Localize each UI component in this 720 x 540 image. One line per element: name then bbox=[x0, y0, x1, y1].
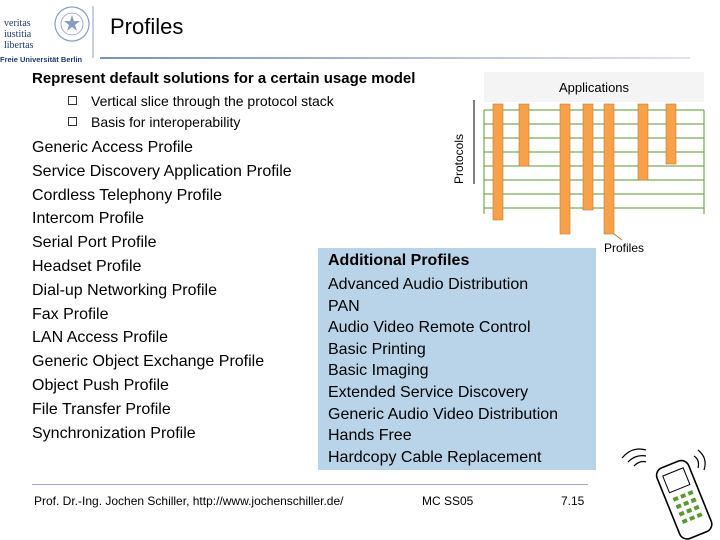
footer-author: Prof. Dr.-Ing. Jochen Schiller, http://w… bbox=[34, 494, 344, 508]
profile-item: Object Push Profile bbox=[32, 376, 169, 394]
footer-divider bbox=[32, 484, 588, 485]
additional-profile-item: Basic Imaging bbox=[328, 362, 429, 380]
slide-subtitle: Represent default solutions for a certai… bbox=[32, 70, 416, 87]
profile-item: Dial-up Networking Profile bbox=[32, 281, 217, 299]
profile-bars bbox=[492, 103, 677, 235]
bullet-item: Vertical slice through the protocol stac… bbox=[68, 93, 334, 109]
additional-profile-item: Advanced Audio Distribution bbox=[328, 276, 529, 293]
logo-motto: veritas iustitia libertas bbox=[4, 18, 33, 51]
logo-motto-line: libertas bbox=[4, 40, 34, 51]
bullet-square-icon bbox=[68, 117, 77, 126]
profile-item: Generic Object Exchange Profile bbox=[32, 353, 265, 371]
additional-profile-item: Extended Service Discovery bbox=[328, 383, 529, 401]
profile-item: Fax Profile bbox=[32, 305, 109, 323]
slide-title: Profiles bbox=[110, 14, 184, 39]
mobile-phone-icon bbox=[621, 448, 713, 540]
profiles-label: Profiles bbox=[604, 241, 645, 255]
footer-course: MC SS05 bbox=[422, 494, 474, 508]
profile-list: Generic Access Profile Service Discovery… bbox=[32, 136, 292, 445]
logo-motto-line: veritas bbox=[4, 18, 31, 29]
protocol-stack-diagram bbox=[473, 100, 705, 241]
additional-profile-item: Hands Free bbox=[328, 427, 412, 445]
protocols-label: Protocols bbox=[452, 133, 466, 184]
profiles-arrow bbox=[613, 233, 623, 241]
additional-profiles-panel bbox=[318, 248, 596, 470]
profile-item: Intercom Profile bbox=[32, 210, 145, 228]
applications-box bbox=[484, 72, 704, 102]
bullet-item: Basis for interoperability bbox=[68, 114, 240, 130]
bullet-square-icon bbox=[68, 96, 77, 105]
additional-profile-item: Audio Video Remote Control bbox=[328, 319, 531, 337]
profile-item: Serial Port Profile bbox=[32, 234, 157, 252]
profile-item: Generic Access Profile bbox=[32, 139, 193, 156]
bullet-text: Vertical slice through the protocol stac… bbox=[91, 93, 334, 109]
profile-item: Service Discovery Application Profile bbox=[32, 162, 292, 180]
footer-page-number: 7.15 bbox=[561, 494, 585, 508]
profile-item: File Transfer Profile bbox=[32, 400, 171, 418]
title-divider bbox=[100, 57, 690, 59]
additional-profile-item: Basic Printing bbox=[328, 340, 426, 358]
bullet-text: Basis for interoperability bbox=[91, 114, 241, 130]
additional-profiles-list: Advanced Audio Distribution PAN Audio Vi… bbox=[328, 274, 558, 468]
university-logo bbox=[0, 0, 95, 66]
profile-item: LAN Access Profile bbox=[32, 329, 169, 347]
profile-item: Synchronization Profile bbox=[32, 424, 196, 442]
applications-label: Applications bbox=[558, 80, 630, 95]
additional-profile-item: Generic Audio Video Distribution bbox=[328, 405, 559, 423]
profile-item: Cordless Telephony Profile bbox=[32, 186, 223, 204]
profile-item: Headset Profile bbox=[32, 257, 142, 275]
additional-profile-item: Hardcopy Cable Replacement bbox=[328, 448, 542, 466]
logo-university-name: Freie Universität Berlin bbox=[0, 55, 83, 64]
additional-profile-item: PAN bbox=[328, 297, 360, 315]
logo-motto-line: iustitia bbox=[4, 29, 32, 40]
additional-profiles-title: Additional Profiles bbox=[328, 252, 470, 269]
